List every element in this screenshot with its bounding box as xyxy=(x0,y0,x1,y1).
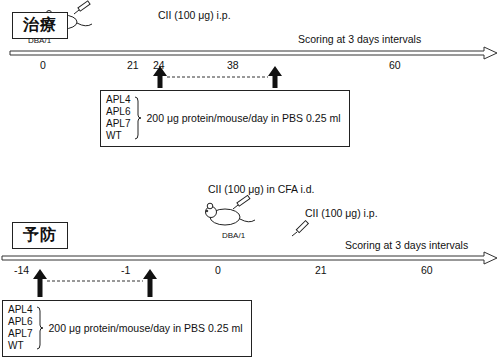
box-content: APL4APL6APL7WT 200 μg protein/mouse/day i… xyxy=(3,301,251,355)
agent-name: APL6 xyxy=(106,106,130,118)
syringe-icon xyxy=(233,195,308,236)
scoring-note: Scoring at 3 days intervals xyxy=(298,34,421,46)
agent-name: WT xyxy=(8,340,32,352)
treatment-box: APL4APL6APL7WT 200 μg protein/mouse/day i… xyxy=(100,90,350,147)
box-title: 予防 xyxy=(23,225,57,246)
box-title: 治療 xyxy=(23,15,57,36)
agent-list: APL4APL6APL7WT xyxy=(106,94,130,142)
day-number: 21 xyxy=(315,265,327,277)
day-number: 0 xyxy=(40,60,46,72)
title-box: 予防 xyxy=(12,222,68,249)
syringe-icon xyxy=(74,1,90,14)
injection-label: CII (100 μg) i.p. xyxy=(158,10,231,22)
agent-name: APL4 xyxy=(8,304,32,316)
agent-name: APL6 xyxy=(8,316,32,328)
day-number: 60 xyxy=(421,265,433,277)
injection-label: CII (100 μg) i.p. xyxy=(305,208,378,220)
treatment-box: APL4APL6APL7WT 200 μg protein/mouse/day i… xyxy=(2,300,252,357)
day-number: -1 xyxy=(121,265,130,277)
day-number: 21 xyxy=(127,60,139,72)
dose-text: 200 μg protein/mouse/day in PBS 0.25 ml xyxy=(146,112,340,124)
agent-name: WT xyxy=(106,130,130,142)
day-number: -14 xyxy=(14,265,29,277)
scoring-note: Scoring at 3 days intervals xyxy=(345,240,468,252)
curly-brace xyxy=(134,96,142,140)
injection-label: CII (100 μg) in CFA i.d. xyxy=(208,184,314,196)
agent-list: APL4APL6APL7WT xyxy=(8,304,32,352)
day-number: 60 xyxy=(389,60,401,72)
timeline-prevention xyxy=(2,252,497,264)
strain-label: DBA/1 xyxy=(28,37,51,46)
day-number: 0 xyxy=(215,265,221,277)
dose-text: 200 μg protein/mouse/day in PBS 0.25 ml xyxy=(48,322,242,334)
strain-label: DBA/1 xyxy=(222,232,245,241)
agent-name: APL7 xyxy=(8,328,32,340)
curly-brace xyxy=(36,306,44,350)
mouse-icon xyxy=(206,203,256,225)
agent-name: APL7 xyxy=(106,118,130,130)
timeline-treatment xyxy=(10,47,497,59)
day-number: 24 xyxy=(153,60,165,72)
box-content: APL4APL6APL7WT 200 μg protein/mouse/day i… xyxy=(101,91,349,145)
agent-name: APL4 xyxy=(106,94,130,106)
title-box: 治療 xyxy=(12,12,68,39)
day-number: 38 xyxy=(227,60,239,72)
